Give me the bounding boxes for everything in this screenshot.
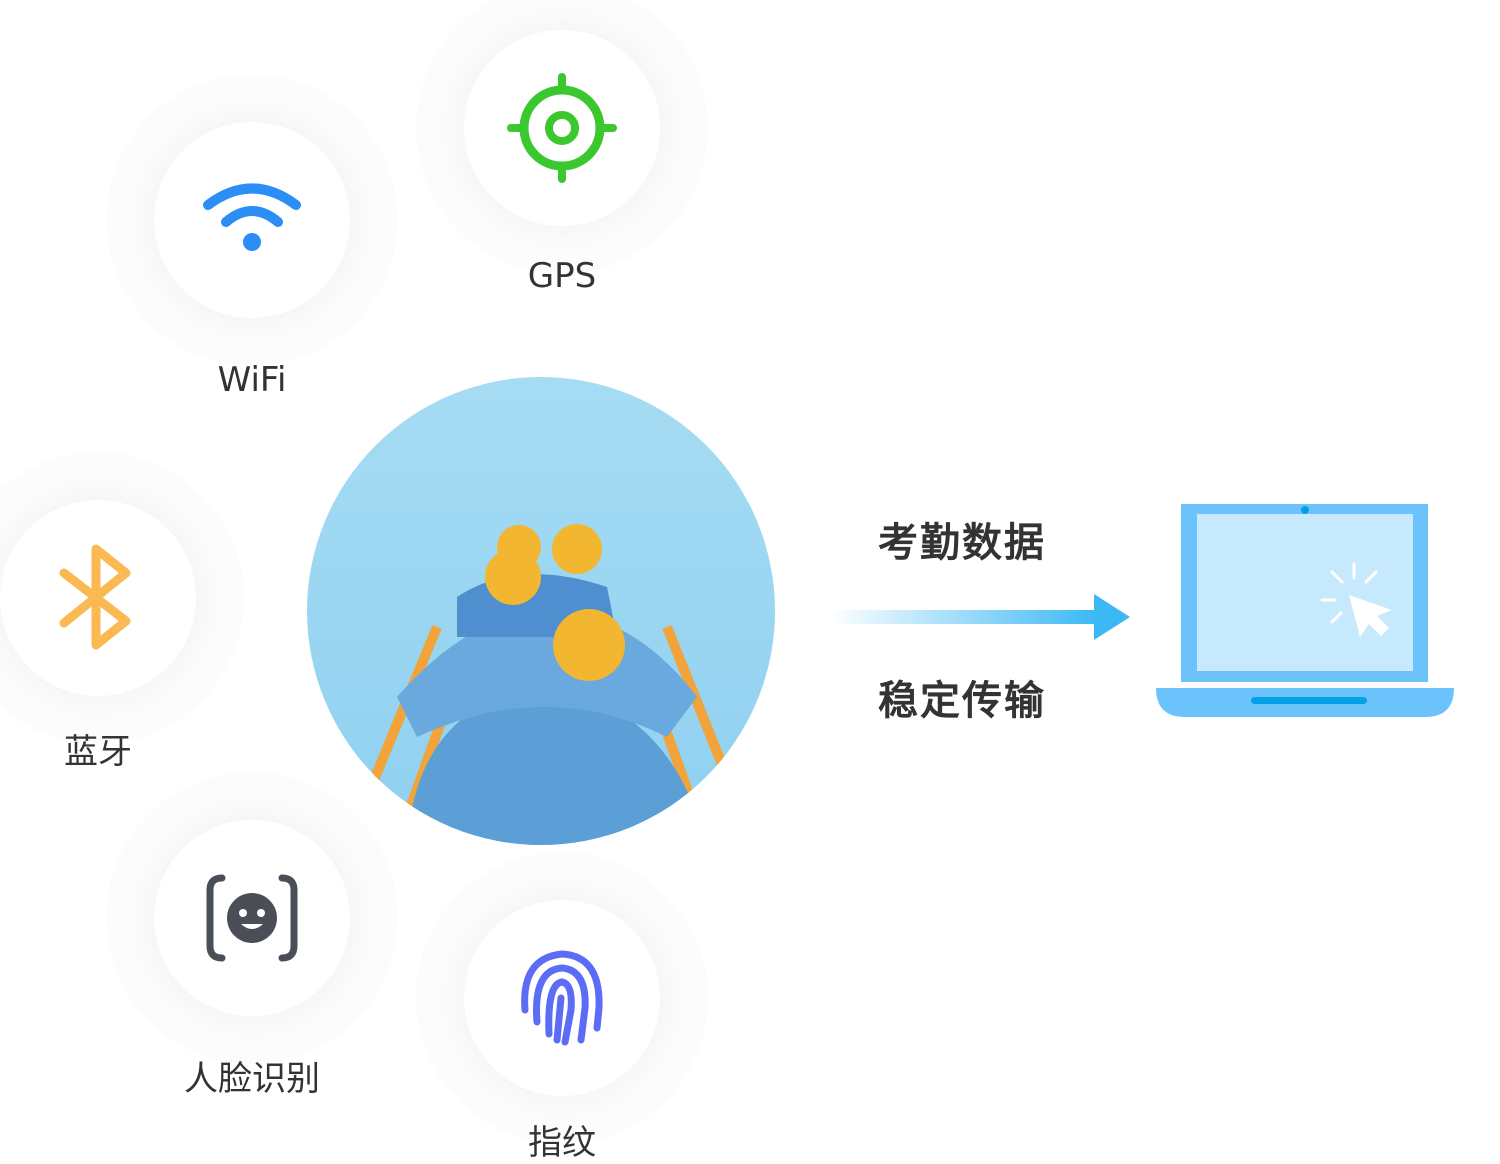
workers-photo xyxy=(307,377,775,845)
bluetooth-node xyxy=(0,500,196,696)
gps-label: GPS xyxy=(527,256,597,296)
bluetooth-icon xyxy=(59,544,131,650)
wifi-node xyxy=(154,122,350,318)
stable-transfer-text: 稳定传输 xyxy=(878,678,1046,724)
gps-target-icon xyxy=(507,73,617,183)
fingerprint-node xyxy=(464,900,660,1096)
wifi-label: WiFi xyxy=(217,360,287,400)
face-label: 人脸识别 xyxy=(184,1059,320,1099)
fingerprint-label: 指纹 xyxy=(528,1123,596,1163)
transfer-arrow-icon xyxy=(830,594,1130,640)
laptop-icon xyxy=(1156,504,1454,717)
face-recognition-icon xyxy=(206,874,298,962)
bluetooth-label: 蓝牙 xyxy=(64,732,132,772)
wifi-icon xyxy=(203,183,301,251)
gps-node xyxy=(464,30,660,226)
face-node xyxy=(154,820,350,1016)
fingerprint-icon xyxy=(521,950,603,1046)
attendance-data-text: 考勤数据 xyxy=(878,520,1046,566)
